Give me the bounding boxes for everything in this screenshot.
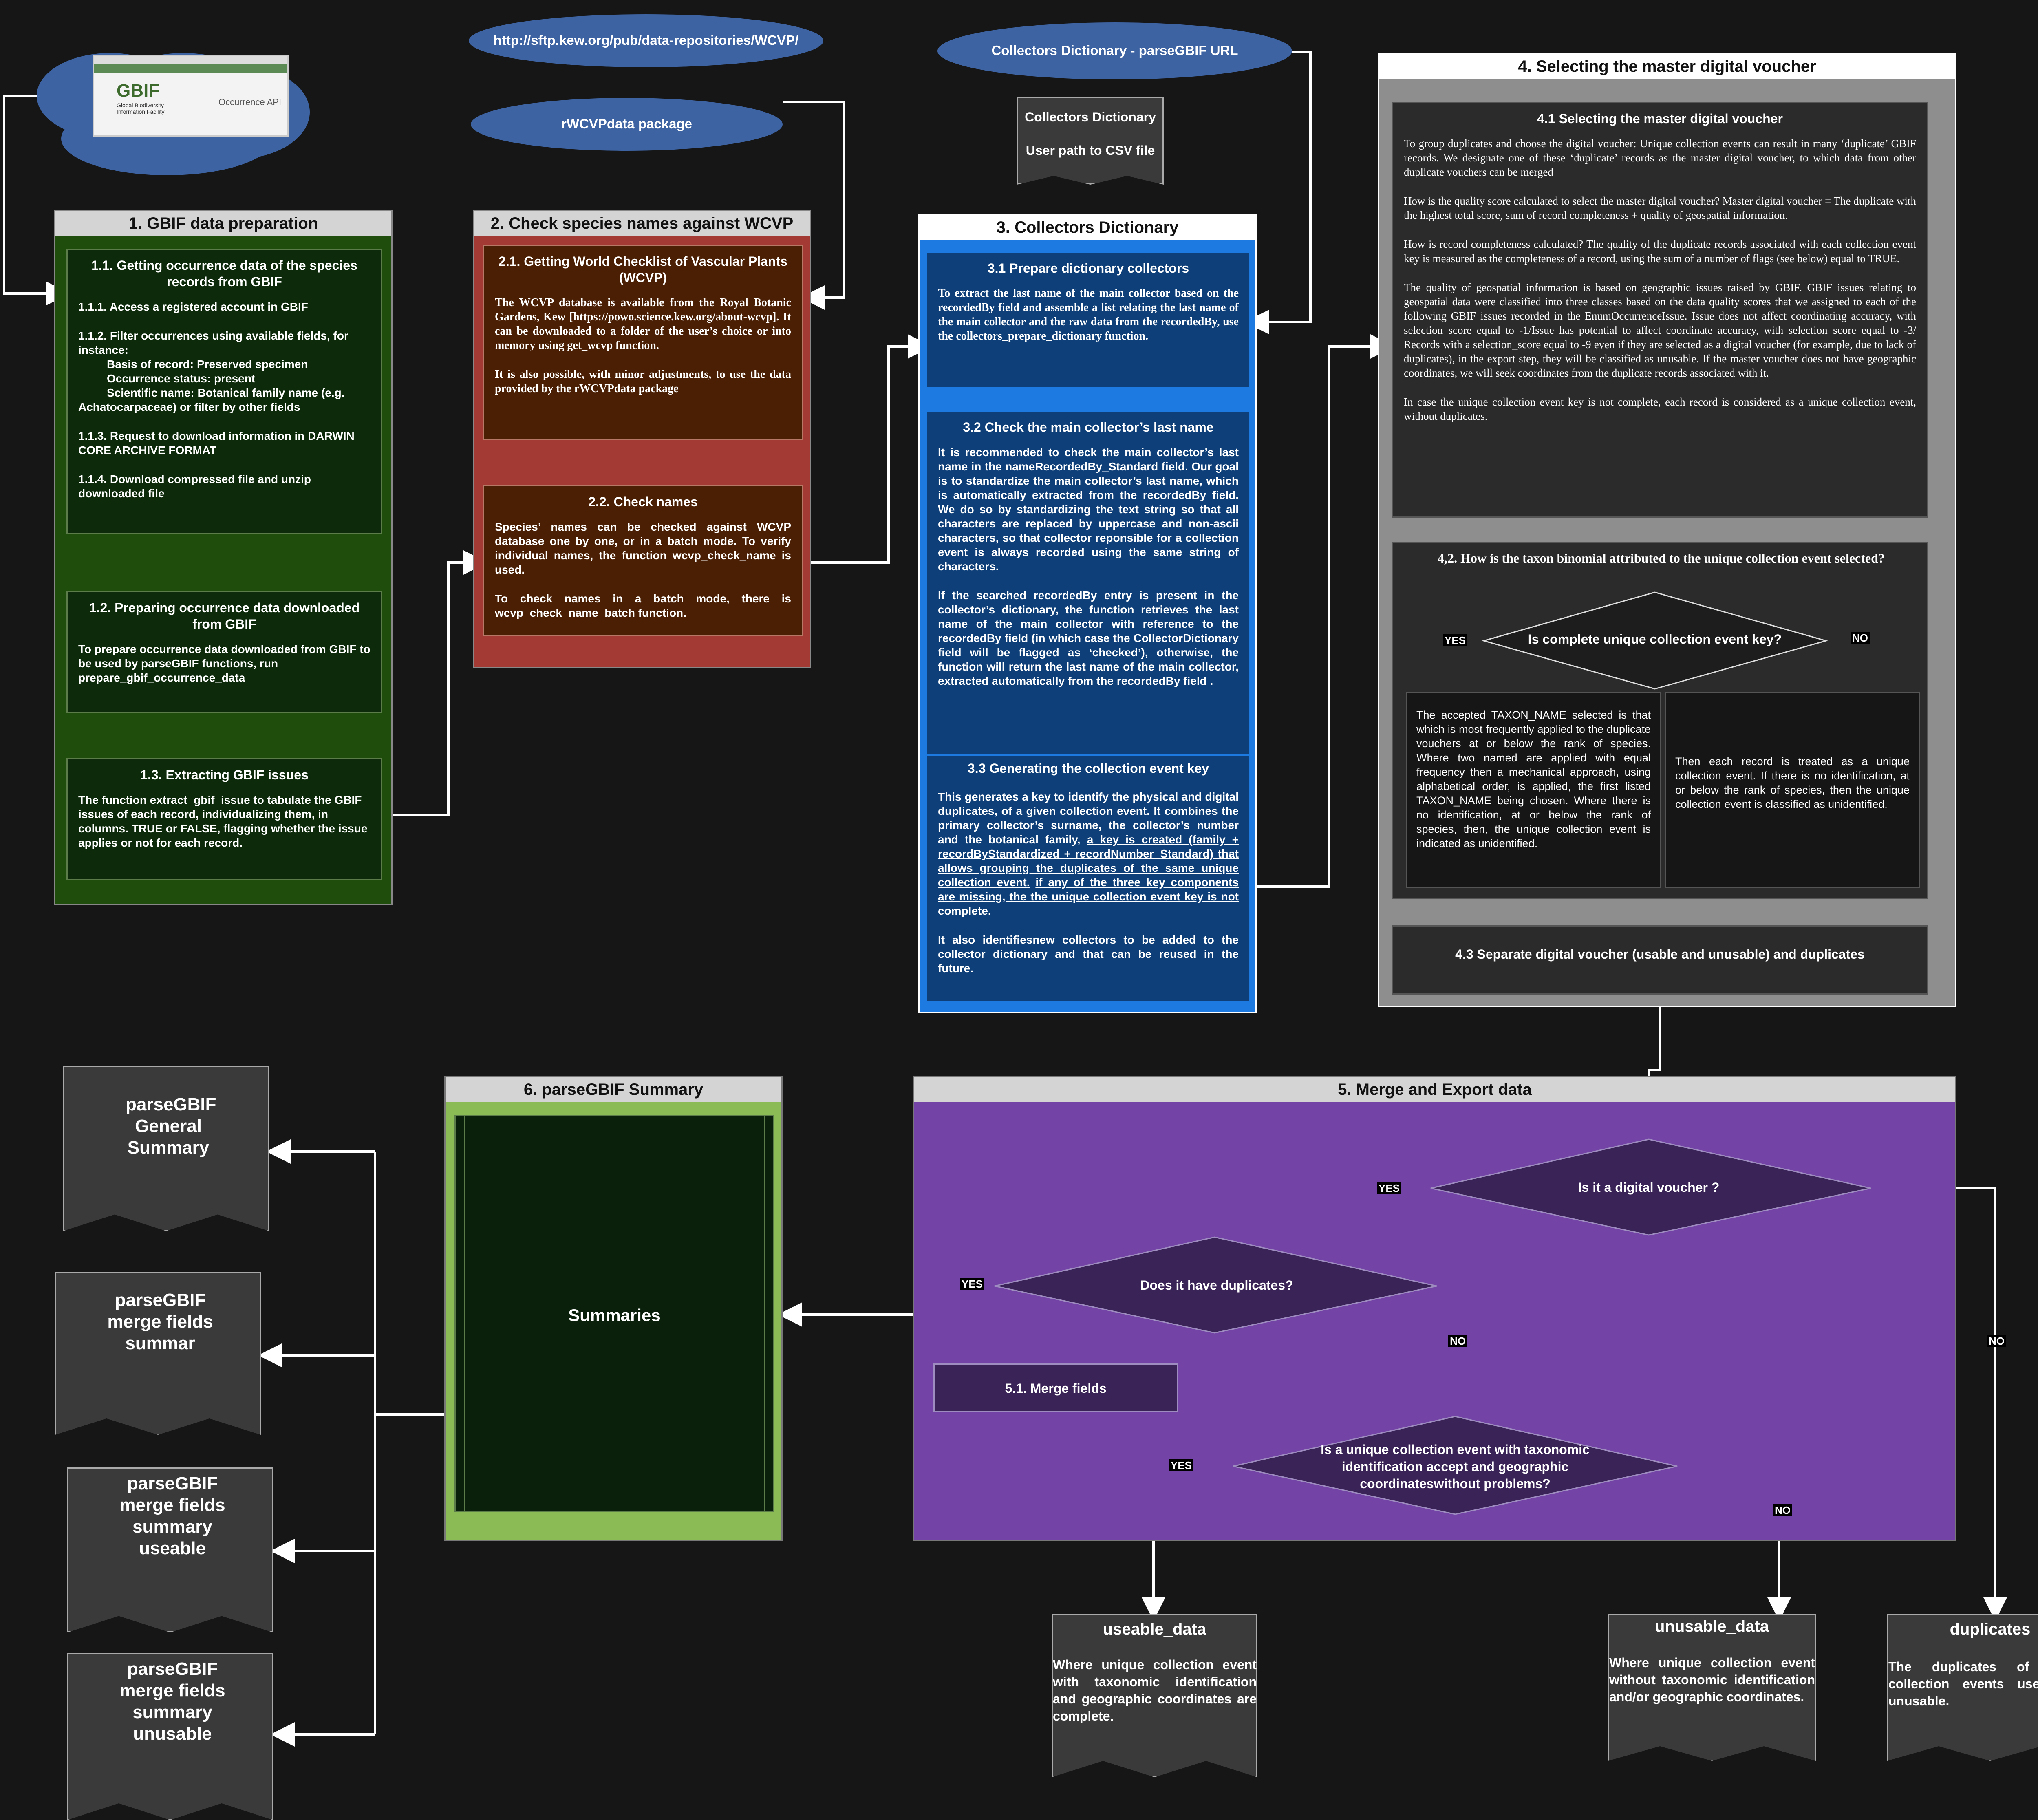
box-3-2-check-collector-last-name: 3.2 Check the main collector’s last name… [927, 412, 1249, 754]
label-yes-d2: YES [960, 1278, 985, 1290]
decision-has-duplicates: Does it have duplicates? [1140, 1278, 1293, 1293]
section-5-title: 5. Merge and Export data [914, 1077, 1955, 1102]
box-2-1-getting-wcvp: 2.1. Getting World Checklist of Vascular… [483, 245, 803, 440]
summaries-box: Summaries [454, 1115, 774, 1512]
box-4-2-complete-key-answer: The accepted TAXON_NAME selected is that… [1406, 692, 1661, 888]
decision-complete-event-key: Is complete unique collection event key? [1528, 632, 1782, 646]
doc-general-summary: parseGBIF General Summary [63, 1066, 269, 1231]
label-yes-d1: YES [1377, 1182, 1402, 1194]
decision-unique-event-valid: Is a unique collection event with taxono… [1321, 1442, 1590, 1491]
label-no-d1: NO [1987, 1335, 2006, 1347]
doc-unusable-data: unusable_data Where unique collection ev… [1608, 1614, 1816, 1761]
doc-useable-data: useable_data Where unique collection eve… [1052, 1614, 1257, 1777]
label-yes-d3: YES [1169, 1459, 1194, 1471]
section-3-title: 3. Collectors Dictionary [920, 215, 1255, 240]
label-no-d3: NO [1773, 1504, 1792, 1516]
box-1-2-preparing-occurrence-data: 1.2. Preparing occurrence data downloade… [66, 591, 382, 713]
box-2-2-check-names: 2.2. Check names Species’ names can be c… [483, 485, 803, 636]
decision-is-digital-voucher: Is it a digital voucher ? [1578, 1180, 1720, 1195]
occurrence-api-label: Occurrence API [218, 97, 282, 107]
box-3-3-generating-collection-event-key: 3.3 Generating the collection event key … [927, 756, 1249, 1001]
box-3-1-prepare-dictionary: 3.1 Prepare dictionary collectors To ext… [927, 253, 1249, 387]
gbif-screenshot-thumbnail: GBIF Global Biodiversity Information Fac… [93, 55, 289, 137]
merge-fields-box: 5.1. Merge fields [933, 1363, 1178, 1412]
box-4-1-selecting-master-voucher: 4.1 Selecting the master digital voucher… [1392, 102, 1928, 518]
doc-merge-fields-summary: parseGBIF merge fields summar [55, 1272, 261, 1435]
sftp-url[interactable]: http://sftp.kew.org/pub/data-repositorie… [493, 33, 799, 48]
doc-merge-fields-summary-unusable: parseGBIF merge fields summary unusable [67, 1653, 273, 1820]
gbif-logo: GBIF [117, 81, 160, 101]
box-1-1-getting-occurrence-data: 1.1. Getting occurrence data of the spec… [66, 249, 382, 534]
label-yes: YES [1443, 634, 1468, 646]
label-no: NO [1851, 632, 1870, 644]
label-no-d2: NO [1448, 1335, 1467, 1347]
doc-duplicates: duplicates The duplicates of unique coll… [1887, 1614, 2038, 1761]
section-4-title: 4. Selecting the master digital voucher [1379, 54, 1955, 79]
section-2-title: 2. Check species names against WCVP [474, 211, 810, 236]
box-4-2-incomplete-key-answer: Then each record is treated as a unique … [1665, 692, 1920, 888]
box-1-3-extracting-gbif-issues: 1.3. Extracting GBIF issues The function… [66, 758, 382, 880]
section-6-title: 6. parseGBIF Summary [446, 1077, 781, 1102]
collectors-dictionary-doc: Collectors Dictionary User path to CSV f… [1017, 97, 1164, 185]
box-4-3-separate-vouchers: 4.3 Separate digital voucher (usable and… [1392, 925, 1928, 995]
doc-merge-fields-summary-useable: parseGBIF merge fields summary useable [67, 1467, 273, 1632]
section-1-title: 1. GBIF data preparation [55, 211, 391, 236]
